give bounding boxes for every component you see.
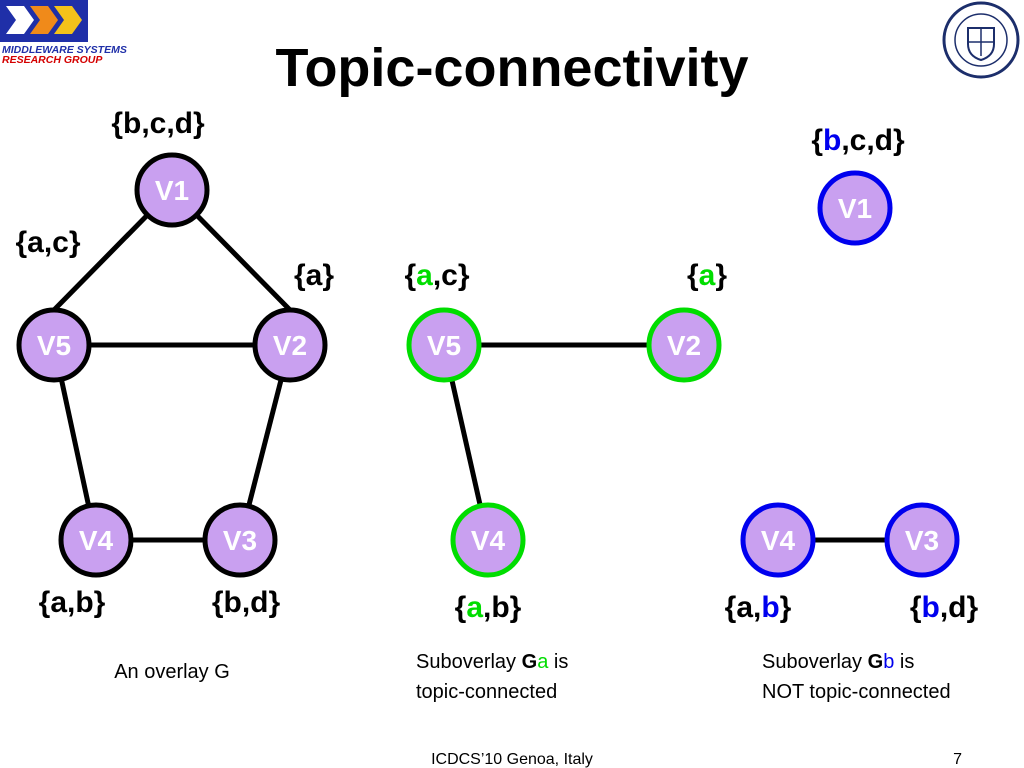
logo-line2: RESEARCH GROUP xyxy=(2,54,103,66)
set-v4: {a,b} xyxy=(39,586,106,619)
logo-arrow-icon xyxy=(54,6,82,34)
caption-ga-line1: Suboverlay Ga is xyxy=(416,651,568,673)
node-v5-label: V5 xyxy=(37,330,71,361)
node-v4 xyxy=(58,502,134,578)
caption-gb-line2: NOT topic-connected xyxy=(762,681,951,703)
set-v2: {a} xyxy=(687,259,727,292)
overlay-g: V1 V5 V2 V4 V3 {b,c,d} {a,c} {a} {a,b} {… xyxy=(15,107,334,683)
university-seal-icon xyxy=(942,1,1020,79)
node-v1-label: V1 xyxy=(838,193,872,224)
set-v1: {b,c,d} xyxy=(111,107,205,140)
node-v1-label: V1 xyxy=(155,175,189,206)
node-v5 xyxy=(406,307,482,383)
node-v1 xyxy=(134,152,210,228)
suboverlay-ga: V5 V2 V4 {a,c} {a} {a,b} Suboverlay Ga i… xyxy=(404,259,727,703)
node-v4-label: V4 xyxy=(471,525,506,556)
node-v3 xyxy=(884,502,960,578)
node-v5-label: V5 xyxy=(427,330,461,361)
set-v5: {a,c} xyxy=(15,226,80,259)
node-v2 xyxy=(646,307,722,383)
set-v1: {b,c,d} xyxy=(811,124,905,157)
node-v5 xyxy=(16,307,92,383)
set-v5: {a,c} xyxy=(404,259,469,292)
node-v4 xyxy=(450,502,526,578)
suboverlay-gb: V1 V4 V3 {b,c,d} {a,b} {b,d} Suboverlay … xyxy=(725,124,979,703)
caption-g: An overlay G xyxy=(114,661,230,683)
node-v4-label: V4 xyxy=(79,525,114,556)
node-v4-label: V4 xyxy=(761,525,796,556)
node-v3-label: V3 xyxy=(223,525,257,556)
logo-arrow-icon xyxy=(30,6,58,34)
footer-venue: ICDCS’10 Genoa, Italy xyxy=(431,751,593,768)
set-v3: {b,d} xyxy=(910,591,979,624)
caption-ga-line2: topic-connected xyxy=(416,681,557,703)
footer-page-number: 7 xyxy=(953,751,962,768)
node-v3-label: V3 xyxy=(905,525,939,556)
node-v4 xyxy=(740,502,816,578)
node-v2 xyxy=(252,307,328,383)
set-v3: {b,d} xyxy=(212,586,281,619)
set-v4: {a,b} xyxy=(725,591,792,624)
caption-gb-line1: Suboverlay Gb is xyxy=(762,651,914,673)
set-v2: {a} xyxy=(294,259,334,292)
logo-arrow-icon xyxy=(6,6,34,34)
node-v1 xyxy=(817,170,893,246)
page-title: Topic-connectivity xyxy=(275,38,748,98)
set-v4: {a,b} xyxy=(455,591,522,624)
logo-line1: MIDDLEWARE SYSTEMS xyxy=(2,44,127,56)
node-v2-label: V2 xyxy=(273,330,307,361)
mrsg-logo: MIDDLEWARE SYSTEMS RESEARCH GROUP xyxy=(0,0,127,66)
node-v3 xyxy=(202,502,278,578)
node-v2-label: V2 xyxy=(667,330,701,361)
